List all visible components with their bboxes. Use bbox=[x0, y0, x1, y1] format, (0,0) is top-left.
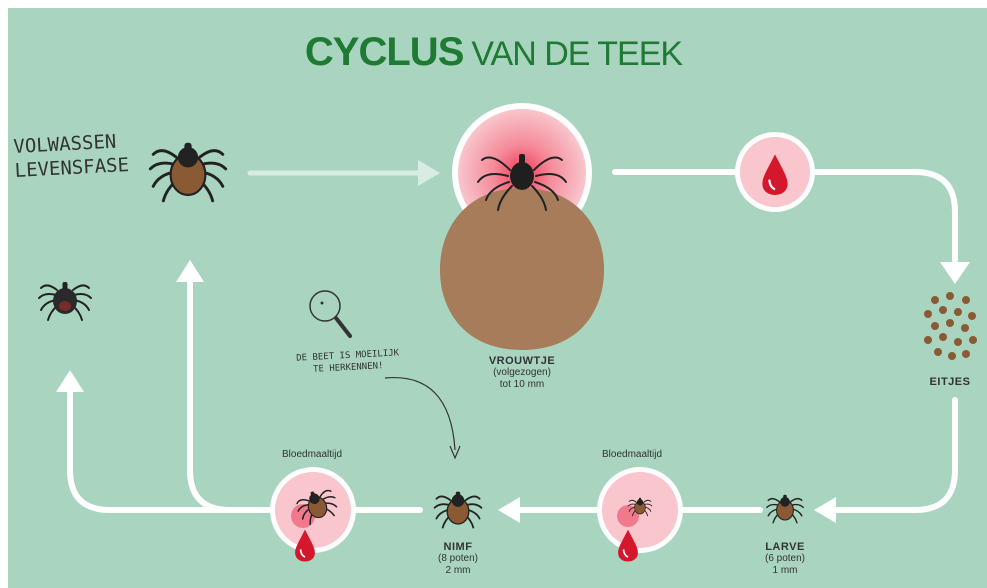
female-tick bbox=[439, 103, 605, 350]
larva-detail2: 1 mm bbox=[772, 565, 798, 576]
female-label: VROUWTJE (volgezogen) tot 10 mm bbox=[470, 355, 574, 391]
path-drop-to-eggs bbox=[812, 169, 958, 263]
female-detail1: (volgezogen) bbox=[493, 367, 551, 378]
arrowheads bbox=[56, 260, 970, 523]
path-bloodmeal-to-adult-left bbox=[67, 387, 278, 513]
nymph-detail1: (8 poten) bbox=[437, 553, 479, 564]
larva-label: LARVE (6 poten) 1 mm bbox=[755, 541, 815, 577]
eggs-name: EITJES bbox=[929, 376, 971, 388]
eggs-cluster bbox=[924, 292, 977, 360]
path-eggs-to-larva bbox=[832, 397, 958, 513]
eggs-label: EITJES bbox=[920, 376, 980, 388]
nymph-label: NIMF (8 poten) 2 mm bbox=[428, 541, 488, 577]
faint-arrow-top bbox=[247, 160, 440, 186]
nymph-tick bbox=[433, 490, 483, 529]
female-detail2: tot 10 mm bbox=[499, 379, 545, 390]
larva-tick bbox=[766, 494, 804, 524]
blood-drop-circle-top bbox=[735, 132, 815, 212]
larva-name: LARVE bbox=[765, 541, 805, 553]
nymph-detail2: 2 mm bbox=[445, 565, 471, 576]
blood-meal-circle-left bbox=[270, 467, 356, 563]
blood-meal-circle-right bbox=[597, 467, 683, 563]
male-tick bbox=[38, 281, 92, 321]
annotation-arrow bbox=[384, 376, 461, 460]
female-name: VROUWTJE bbox=[488, 355, 556, 367]
adult-stage-label: VOLWASSEN LEVENSFASE bbox=[13, 129, 130, 183]
title-bold: CYCLUS bbox=[304, 30, 464, 74]
blood-meal-label-left: Bloedmaaltijd bbox=[282, 449, 343, 460]
title-rest: VAN DE TEEK bbox=[471, 35, 683, 73]
magnifier-icon bbox=[309, 290, 352, 338]
path-bloodmeal-to-adult-up bbox=[187, 277, 233, 513]
cycle-paths bbox=[67, 169, 958, 513]
nymph-name: NIMF bbox=[443, 541, 473, 553]
blood-meal-label-right: Bloedmaaltijd bbox=[602, 449, 663, 460]
larva-detail1: (6 poten) bbox=[764, 553, 806, 564]
adult-tick bbox=[148, 141, 228, 203]
